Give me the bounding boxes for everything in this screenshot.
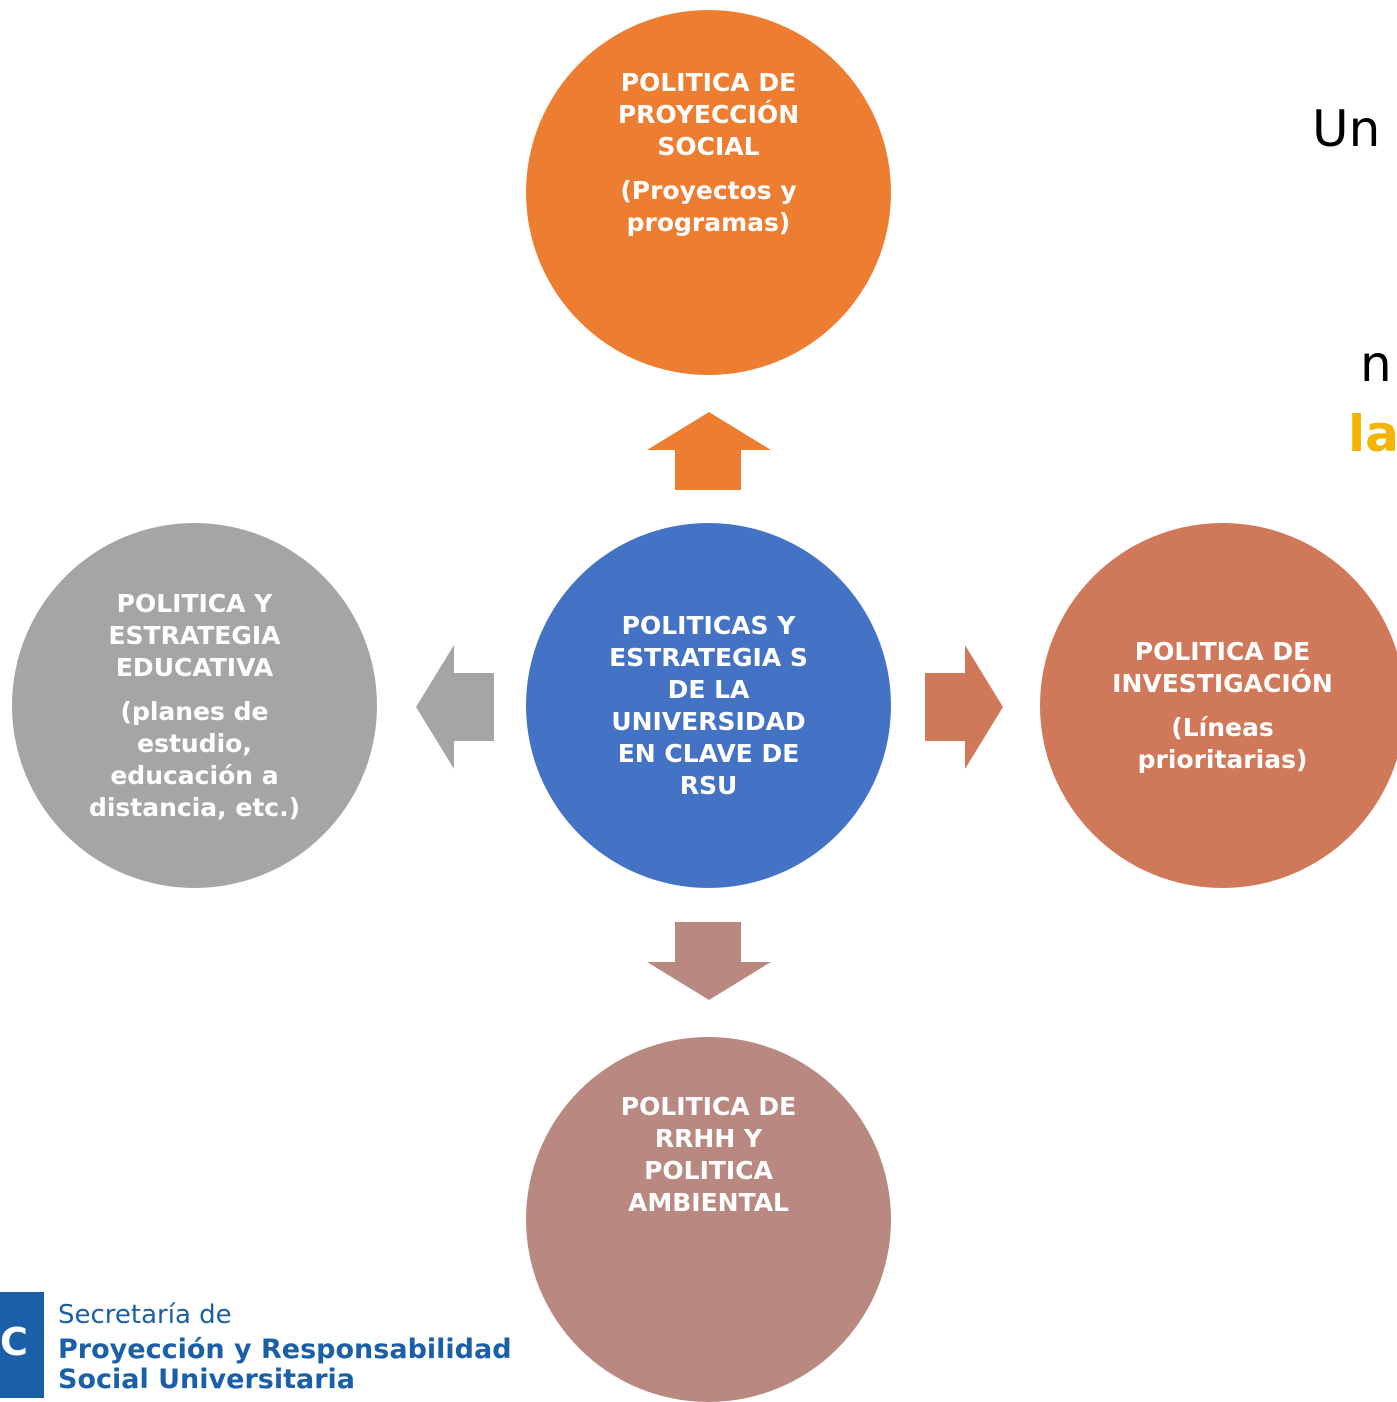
arrow-left [416, 645, 494, 769]
node-estrategia-educativa: POLITICA Y ESTRATEGIA EDUCATIVA (planes … [12, 523, 377, 888]
node-center-politicas-rsu: POLITICAS Y ESTRATEGIA S DE LA UNIVERSID… [526, 523, 891, 888]
node-investigacion: POLITICA DE INVESTIGACIÓN (Líneas priori… [1040, 523, 1397, 888]
side-text-line-2: n [1360, 335, 1392, 393]
node-investigacion-subtitle: (Líneas prioritarias) [1137, 712, 1308, 774]
side-text-line-1: Un [1312, 100, 1381, 158]
node-rrhh-ambiental-title: POLITICA DE RRHH Y POLITICA AMBIENTAL [620, 1091, 797, 1217]
arrow-right [925, 645, 1003, 769]
node-proyeccion-social-title: POLITICA DE PROYECCIÓN SOCIAL [617, 67, 800, 161]
logo-line-1: Secretaría de [58, 1300, 232, 1330]
side-text-line-3-highlight: la [1348, 405, 1397, 463]
secretaria-logo: C Secretaría de Proyección y Responsabil… [0, 1292, 560, 1398]
node-rrhh-ambiental: POLITICA DE RRHH Y POLITICA AMBIENTAL [526, 1037, 891, 1402]
logo-line-2: Proyección y Responsabilidad [58, 1334, 512, 1365]
node-proyeccion-social-subtitle: (Proyectos y programas) [620, 175, 797, 237]
logo-mark [0, 1292, 44, 1398]
node-proyeccion-social: POLITICA DE PROYECCIÓN SOCIAL (Proyectos… [526, 10, 891, 375]
logo-line-3: Social Universitaria [58, 1364, 355, 1395]
arrow-down [647, 922, 771, 1000]
node-estrategia-educativa-subtitle: (planes de estudio, educación a distanci… [88, 696, 301, 822]
arrow-up [647, 412, 771, 490]
node-estrategia-educativa-title: POLITICA Y ESTRATEGIA EDUCATIVA [108, 588, 281, 682]
node-center-title: POLITICAS Y ESTRATEGIA S DE LA UNIVERSID… [609, 610, 808, 800]
node-investigacion-title: POLITICA DE INVESTIGACIÓN [1112, 636, 1333, 698]
logo-letter: C [0, 1320, 28, 1364]
